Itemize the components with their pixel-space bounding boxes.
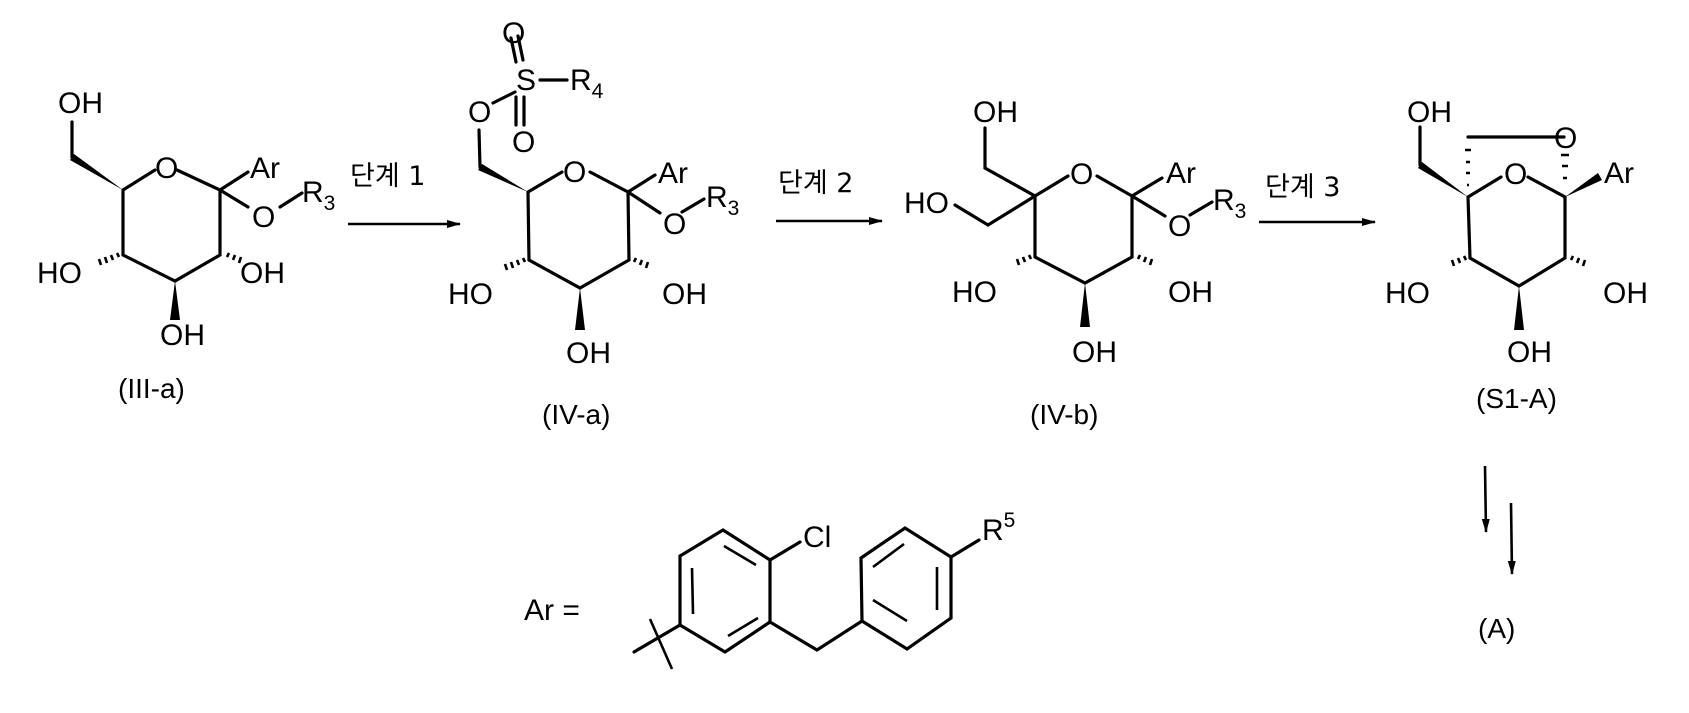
step-1-arrow: 단계 1: [348, 161, 461, 228]
compound-label: (S1-A): [1476, 383, 1557, 414]
ar-definition: Ar = Cl R5: [524, 509, 1015, 670]
multi-step-arrows: (A): [1478, 465, 1516, 644]
atom-oh-right: OH: [662, 278, 707, 311]
step-label: 단계 3: [1265, 172, 1340, 203]
atom-ho-ch2: HO: [904, 187, 949, 220]
atom-ho-left: HO: [1385, 277, 1430, 310]
atom-ar: Ar: [1604, 157, 1634, 190]
svg-text:R5: R5: [982, 509, 1015, 547]
atom-ring-o: O: [1070, 158, 1093, 191]
atom-r: R: [570, 64, 592, 97]
compound-IV-a: O S R4 O O O Ar O R3 HO OH OH (IV-a): [448, 17, 739, 430]
compound-label-a: (A): [1478, 613, 1515, 644]
atom-cl: Cl: [803, 521, 831, 554]
ar-equals: Ar =: [524, 594, 580, 627]
atom-r: R: [302, 176, 324, 209]
atom-ho-left: HO: [952, 276, 997, 309]
atom-oh-top: OH: [973, 96, 1018, 129]
svg-text:R3: R3: [706, 181, 739, 220]
step-label: 단계 1: [350, 161, 425, 192]
atom-ho-left: HO: [448, 278, 493, 311]
atom-oh-right: OH: [1603, 277, 1648, 310]
atom-r: R: [982, 514, 1004, 547]
atom-oh: OH: [58, 87, 103, 120]
atom-r-sub: 3: [728, 197, 740, 220]
svg-text:R3: R3: [1213, 184, 1246, 223]
atom-o-link: O: [468, 96, 491, 129]
atom-r: R: [1213, 184, 1235, 217]
atom-o: O: [663, 208, 686, 241]
atom-o-top: O: [502, 17, 525, 50]
atom-r-sup: 5: [1004, 509, 1016, 532]
step-2-arrow: 단계 2: [776, 168, 883, 225]
atom-oh: OH: [1407, 96, 1452, 129]
compound-IV-b: OH HO O Ar O R3 HO OH OH (IV-b): [904, 96, 1246, 430]
atom-o-bottom: O: [512, 126, 535, 159]
atom-oh-bottom: OH: [566, 337, 611, 370]
atom-oh-bottom: OH: [160, 319, 205, 352]
atom-r-sub: 3: [324, 192, 336, 215]
atom-r-sub: 3: [1235, 200, 1247, 223]
atom-oh-bottom: OH: [1507, 336, 1552, 369]
svg-text:R4: R4: [570, 64, 604, 103]
step-label: 단계 2: [778, 168, 853, 199]
step-3-arrow: 단계 3: [1259, 172, 1376, 226]
atom-ring-o: O: [155, 152, 178, 185]
atom-oh-right: OH: [1168, 276, 1213, 309]
atom-o: O: [1168, 210, 1191, 243]
compound-III-a: OH O Ar O R3 HO OH OH (III-a): [37, 87, 335, 404]
atom-ar: Ar: [658, 157, 688, 190]
atom-r-sub: 4: [592, 80, 604, 103]
atom-ar: Ar: [1166, 157, 1196, 190]
atom-ring-o: O: [1504, 158, 1527, 191]
atom-ho-left: HO: [37, 257, 82, 290]
atom-s: S: [516, 64, 536, 97]
atom-ar: Ar: [250, 152, 280, 185]
compound-label: (IV-b): [1030, 399, 1098, 430]
atom-ring-o: O: [563, 156, 586, 189]
compound-label: (III-a): [118, 373, 185, 404]
atom-o-bridge: O: [1554, 122, 1577, 155]
atom-r: R: [706, 181, 728, 214]
svg-text:R3: R3: [302, 176, 335, 215]
atom-oh-bottom: OH: [1072, 336, 1117, 369]
compound-S1-A: OH O O Ar HO OH OH (S1-A): [1385, 96, 1648, 414]
compound-label: (IV-a): [542, 399, 610, 430]
atom-o: O: [252, 201, 275, 234]
atom-oh-right: OH: [240, 257, 285, 290]
